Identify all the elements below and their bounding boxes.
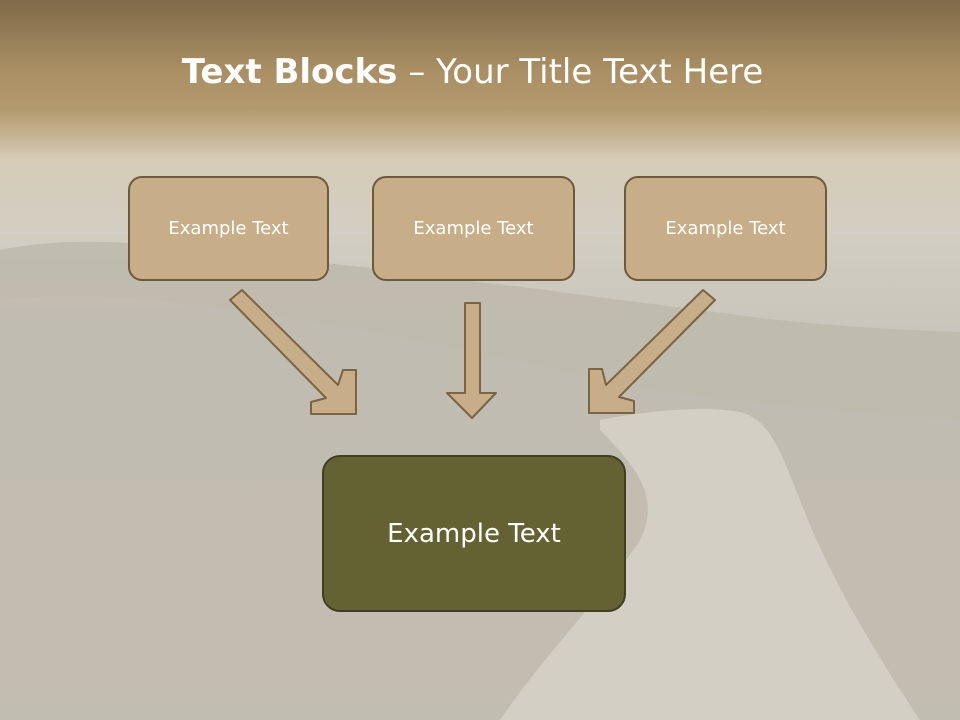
text-block-left-label: Example Text — [168, 218, 289, 239]
text-block-right[interactable]: Example Text — [624, 176, 827, 281]
result-block-label: Example Text — [387, 518, 561, 549]
title-rest: Your Title Text Here — [436, 52, 764, 92]
result-block[interactable]: Example Text — [322, 455, 626, 612]
arrow-right — [588, 289, 716, 414]
title-bold: Text Blocks — [181, 52, 398, 92]
text-block-left[interactable]: Example Text — [128, 176, 329, 281]
text-block-right-label: Example Text — [665, 218, 786, 239]
arrow-center — [446, 302, 497, 419]
text-block-center-label: Example Text — [413, 218, 534, 239]
slide-title: Text Blocks – Your Title Text Here — [0, 52, 945, 92]
text-block-center[interactable]: Example Text — [372, 176, 575, 281]
arrow-left — [229, 289, 357, 415]
title-dash: – — [408, 52, 426, 92]
